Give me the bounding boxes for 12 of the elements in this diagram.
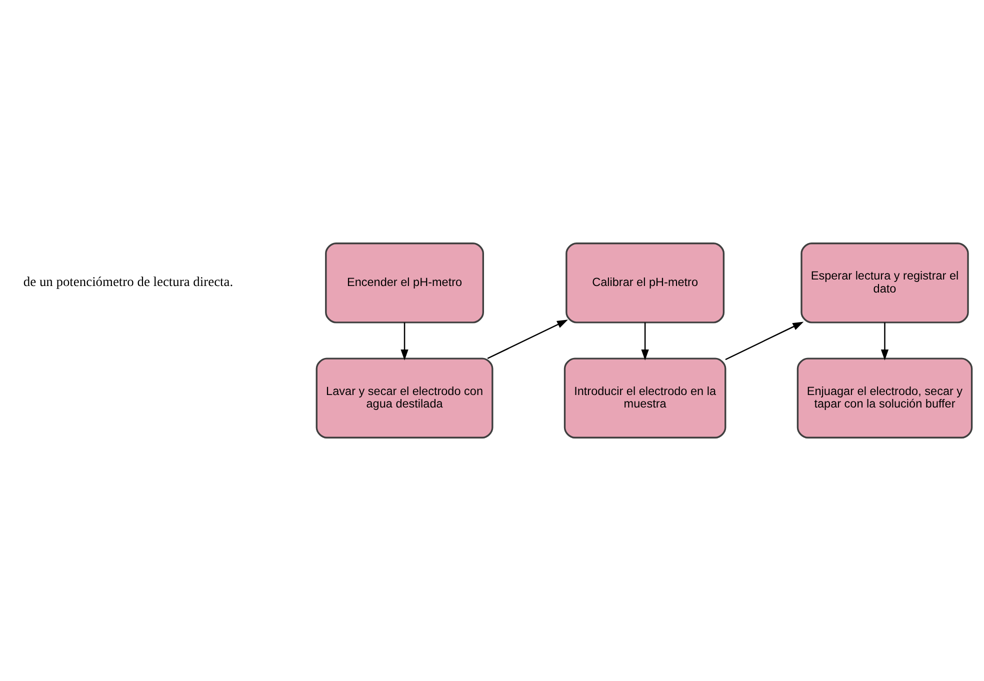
node-box: Esperar lectura y registrar el dato <box>800 242 969 324</box>
node-box: Enjuagar el electrodo, secar y tapar con la solución buffer <box>796 358 973 438</box>
arrow <box>641 322 649 360</box>
node-box: Encender el pH-metro <box>325 242 484 324</box>
node-box: Calibrar el pH-metro <box>566 242 725 324</box>
arrow <box>400 322 408 360</box>
node-box: Introducir el electrodo en la muestra <box>564 358 726 438</box>
arrow <box>487 320 568 360</box>
arrow <box>880 322 889 360</box>
label: de un potenciómetro de lectura directa. <box>23 274 234 290</box>
arrow <box>725 322 804 360</box>
node-box: Lavar y secar el electrodo con agua destilada <box>316 358 494 438</box>
